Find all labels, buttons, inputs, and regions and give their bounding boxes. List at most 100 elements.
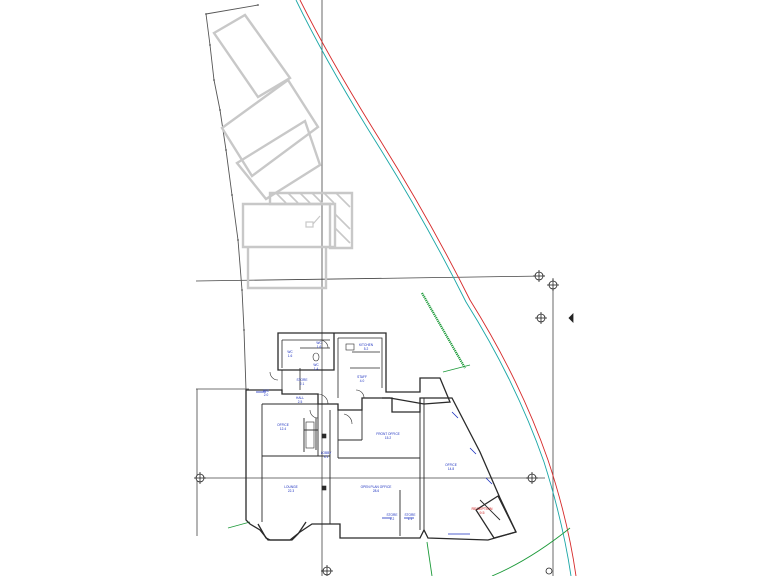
room-label-name: STAFF xyxy=(357,375,367,379)
site-outline xyxy=(205,4,259,391)
boundary-teal-line xyxy=(295,0,572,576)
room-label-name: STORE xyxy=(297,378,308,382)
room-label-r8: OFFICE 12.4 xyxy=(277,423,289,431)
room-label-area: 28.6 xyxy=(373,489,379,493)
toilet-icon xyxy=(312,352,320,362)
room-label-r13: STORE 1.2 xyxy=(387,513,398,521)
north-arrow-icon xyxy=(568,313,574,323)
site-boundary xyxy=(295,0,577,576)
room-label-area: 3.1 xyxy=(324,455,329,459)
room-label-name: LOUNGE xyxy=(284,485,297,489)
room-label-area: 22.3 xyxy=(288,489,294,493)
room-label-name: W/C xyxy=(263,389,270,393)
room-label-name: KITCHEN xyxy=(359,343,374,347)
grid-marker-icon xyxy=(194,472,206,484)
door-icon xyxy=(343,413,353,425)
room-label-r1: WC 1.6 xyxy=(287,350,293,358)
column-icon xyxy=(321,433,327,439)
hatched-bay xyxy=(268,191,354,250)
parking-bay xyxy=(212,13,292,99)
room-label-name: LOBBY xyxy=(321,451,333,455)
room-label-area: 1.6 xyxy=(288,354,293,358)
grid-markers xyxy=(194,270,574,576)
room-label-r3: STORE 2.1 xyxy=(297,378,308,386)
room-label-area: 1.2 xyxy=(390,517,395,521)
room-label-area: 15.2 xyxy=(385,436,391,440)
room-label-area: 9.5 xyxy=(480,511,485,515)
door-icon xyxy=(309,409,319,419)
room-label-area: 12.4 xyxy=(280,427,286,431)
parking-bay-outline xyxy=(246,248,328,290)
room-label-area: 1.6 xyxy=(317,345,322,349)
sink-icon xyxy=(345,343,355,351)
room-label-name: HALL xyxy=(296,396,304,400)
room-label-area: 4.0 xyxy=(360,379,365,383)
parking-bay xyxy=(220,78,320,178)
room-label-r9: FRONT OFFICE 15.2 xyxy=(376,432,400,440)
room-label-r17: LOBBY 3.1 xyxy=(321,451,333,459)
room-label-area: 1.1 xyxy=(408,517,413,521)
room-label-r7: HALL 2.5 xyxy=(296,396,304,404)
room-label-r16: W/C 2.0 xyxy=(263,389,270,397)
room-label-area: 5.2 xyxy=(364,347,369,351)
room-label-name: STORE xyxy=(405,513,416,517)
room-label-name: RECEPTION xyxy=(472,507,493,511)
partitions xyxy=(261,398,501,536)
room-label-name: STORE xyxy=(387,513,398,517)
room-label-r5: KITCHEN 5.2 xyxy=(359,343,374,351)
grid-marker-icon xyxy=(535,312,547,324)
annex-walls xyxy=(277,332,451,405)
column-icon xyxy=(321,485,327,491)
grid-marker-icon xyxy=(545,567,553,575)
main-building-outline xyxy=(245,389,517,541)
room-label-name: WC xyxy=(287,350,293,354)
grid-line-horizontal-upper xyxy=(195,275,546,282)
corner-entrance xyxy=(475,495,517,539)
room-label-name: OFFICE xyxy=(277,423,289,427)
parking-bay xyxy=(241,202,337,249)
room-label-name: OFFICE xyxy=(445,463,457,467)
room-label-r15: RECEPTION 9.5 xyxy=(472,507,493,515)
room-label-r6: STAFF 4.0 xyxy=(357,375,367,383)
green-boundary-line xyxy=(442,364,471,373)
window-marks xyxy=(256,391,493,535)
room-label-r10: OFFICE 14.8 xyxy=(445,463,457,471)
boundary-red-line xyxy=(299,0,577,576)
site-outline-posts xyxy=(205,4,259,331)
room-label-name: FRONT OFFICE xyxy=(376,432,400,436)
door-icon xyxy=(269,371,279,381)
room-label-name: OPEN PLAN OFFICE xyxy=(361,485,392,489)
green-boundary-left xyxy=(227,521,251,529)
grid-marker-icon xyxy=(547,279,559,291)
car-park-marker-icon xyxy=(305,215,321,228)
room-label-area: 1.4 xyxy=(314,367,319,371)
grid-marker-icon xyxy=(526,472,538,484)
door-swings xyxy=(269,339,365,425)
green-lines xyxy=(227,292,571,576)
room-label-area: 2.0 xyxy=(264,393,269,397)
room-label-area: 14.8 xyxy=(448,467,454,471)
fixtures xyxy=(305,343,355,491)
bay-window xyxy=(257,521,307,541)
door-icon xyxy=(319,339,329,349)
hatched-bay-hatching xyxy=(275,192,351,244)
green-hedge-line xyxy=(421,292,466,369)
room-label-area: 2.1 xyxy=(300,382,305,386)
grid-marker-icon xyxy=(321,565,333,576)
green-boundary-bottom xyxy=(426,541,433,576)
room-label-r11: LOUNGE 22.3 xyxy=(284,485,297,493)
room-label-r12: OPEN PLAN OFFICE 28.6 xyxy=(361,485,392,493)
car-park xyxy=(205,4,354,391)
stair-icon xyxy=(305,421,315,449)
green-boundary-right xyxy=(491,527,571,576)
door-icon xyxy=(317,393,329,405)
door-icon xyxy=(355,389,365,399)
room-label-r14: STORE 1.1 xyxy=(405,513,416,521)
grid-marker-icon xyxy=(533,270,545,282)
building xyxy=(245,332,517,541)
parking-bay xyxy=(235,119,322,201)
annex-inner-walls xyxy=(281,337,383,398)
room-label-name: WC xyxy=(316,341,322,345)
room-label-r2: WC 1.6 xyxy=(316,341,322,349)
